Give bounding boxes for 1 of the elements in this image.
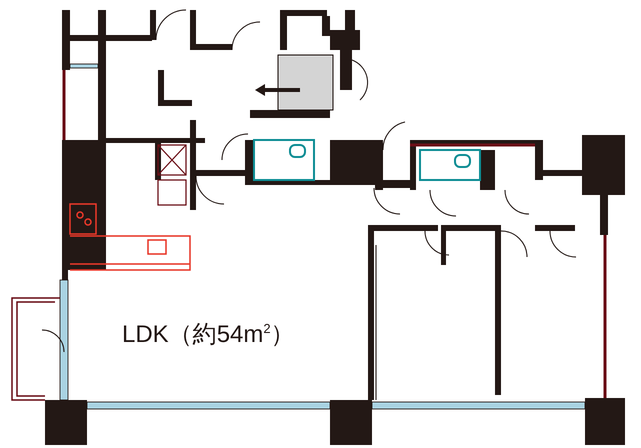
room-label: LDK（約54m$^{2}$） [122,320,295,350]
